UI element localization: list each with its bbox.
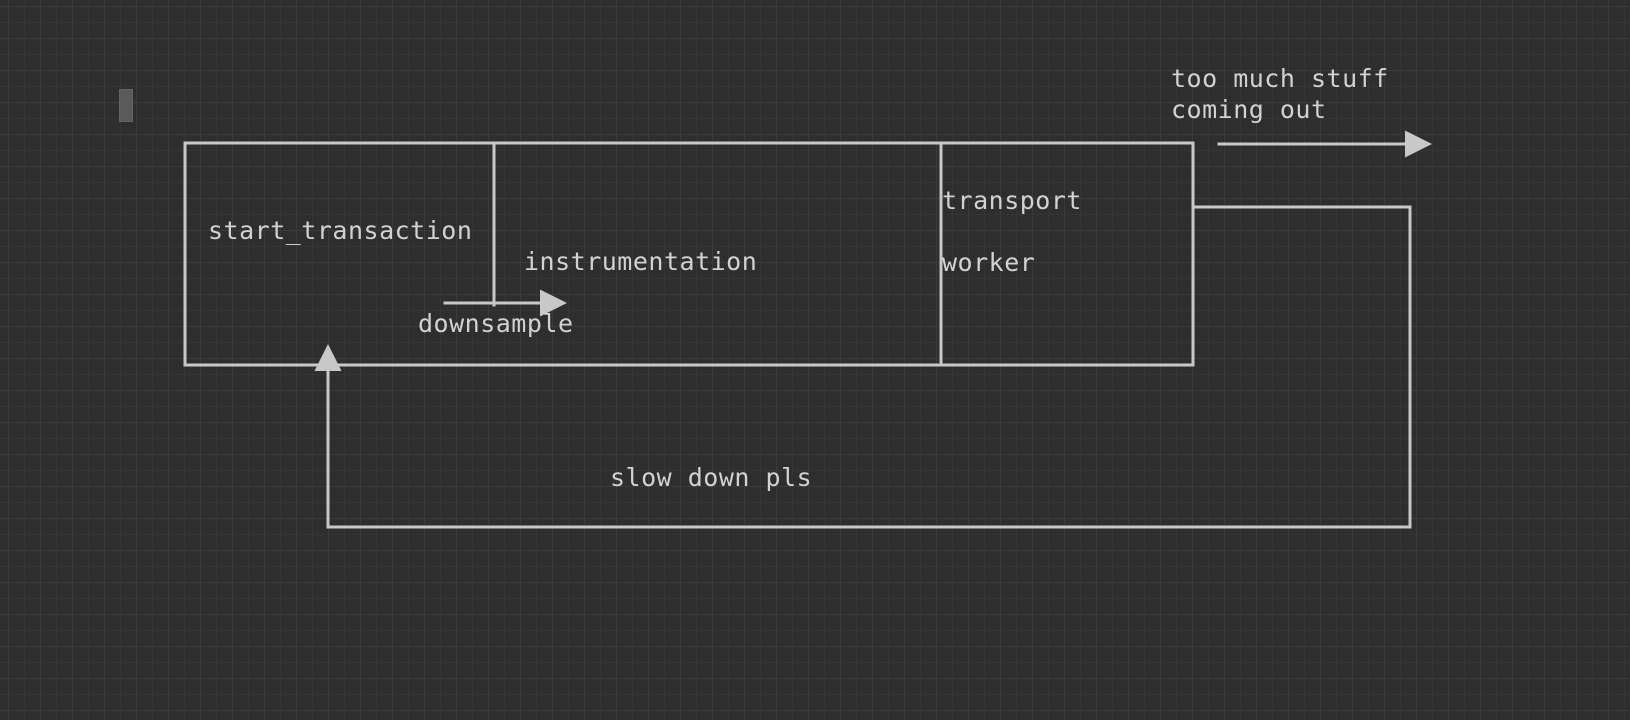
label-downsample: downsample — [418, 309, 574, 338]
label-coming-out: coming out — [1171, 95, 1327, 124]
label-transport: transport — [942, 186, 1082, 215]
slow-down-feedback-path — [314, 205, 1412, 529]
label-worker: worker — [942, 248, 1036, 277]
box-start-transaction — [183, 141, 1195, 367]
label-too-much-stuff: too much stuff — [1171, 64, 1389, 93]
label-start-transaction: start_transaction — [208, 216, 473, 245]
label-slow-down-pls: slow down pls — [610, 463, 813, 492]
text-cursor[interactable] — [119, 89, 133, 122]
label-instrumentation: instrumentation — [524, 247, 758, 276]
